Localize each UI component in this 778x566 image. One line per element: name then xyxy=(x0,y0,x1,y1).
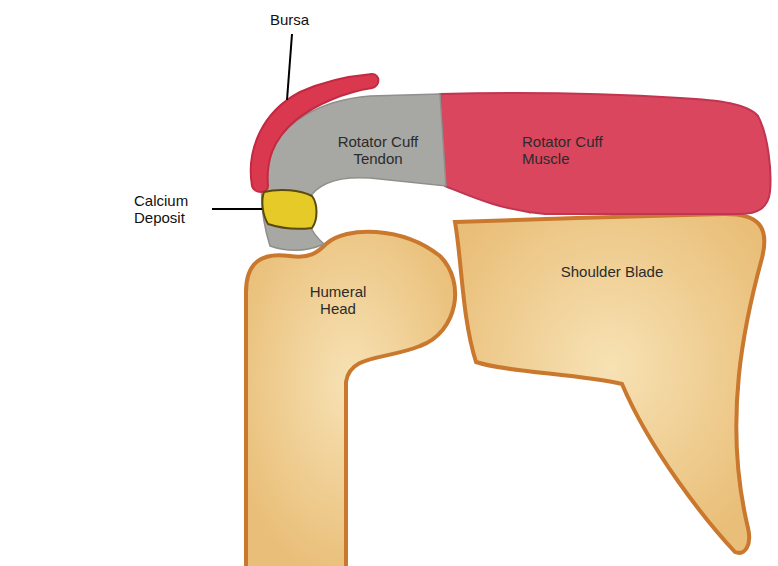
tendon-label: Rotator Cuff Tendon xyxy=(328,133,428,167)
rotator-cuff-muscle-shape xyxy=(440,93,771,214)
part-label: Bursa xyxy=(270,11,340,28)
bone-label: Shoulder Blade xyxy=(542,263,682,280)
leader-line xyxy=(212,208,262,210)
part-name: Rotator Cuff Muscle xyxy=(522,133,622,167)
part-label: Calcium Deposit xyxy=(134,192,208,226)
shoulder-blade-shape xyxy=(455,214,764,553)
part-name: Humeral Head xyxy=(298,283,378,317)
calcium-deposit-shape xyxy=(262,190,316,229)
humerus-shape xyxy=(246,232,455,566)
leader-line xyxy=(287,34,292,100)
part-name: Rotator Cuff Tendon xyxy=(328,133,428,167)
bone-label: Humeral Head xyxy=(298,283,378,317)
muscle-label: Rotator Cuff Muscle xyxy=(522,133,622,167)
part-name: Shoulder Blade xyxy=(542,263,682,280)
